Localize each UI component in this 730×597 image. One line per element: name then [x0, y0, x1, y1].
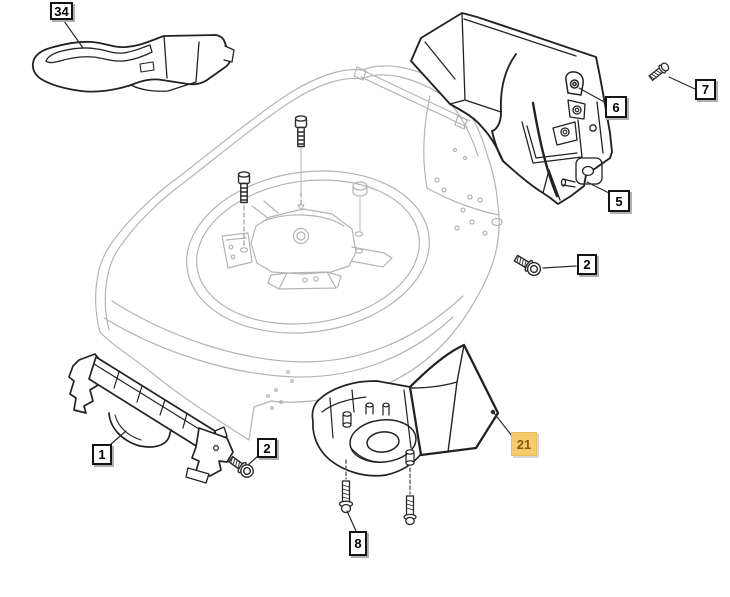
screw-icon	[227, 455, 254, 478]
leader-lines	[63, 20, 696, 532]
callout-7[interactable]: 7	[695, 79, 716, 100]
bolt-icon	[237, 171, 251, 204]
part-6-mount-tab	[565, 71, 584, 96]
cap-plug-drawing	[352, 181, 368, 254]
callout-8[interactable]: 8	[349, 531, 367, 556]
screw-icon	[338, 480, 354, 514]
screw-icon	[513, 254, 542, 277]
part-1-front-bumper	[68, 353, 234, 484]
bolt-icon	[294, 115, 308, 148]
part-5-rear-housing	[410, 12, 613, 205]
callout-2-right[interactable]: 2	[577, 254, 597, 275]
part-34-discharge-chute	[31, 34, 235, 93]
part-21-belt-cover	[311, 343, 500, 477]
callout-2-bottom[interactable]: 2	[257, 438, 277, 458]
callout-21-highlighted[interactable]: 21	[511, 432, 537, 456]
screw-icon	[403, 495, 417, 526]
callout-6[interactable]: 6	[605, 96, 627, 118]
callout-1[interactable]: 1	[92, 444, 112, 465]
deck-drawing	[95, 65, 503, 441]
callout-34[interactable]: 34	[50, 2, 73, 20]
screw-icon	[648, 62, 670, 82]
callout-5[interactable]: 5	[608, 190, 630, 212]
